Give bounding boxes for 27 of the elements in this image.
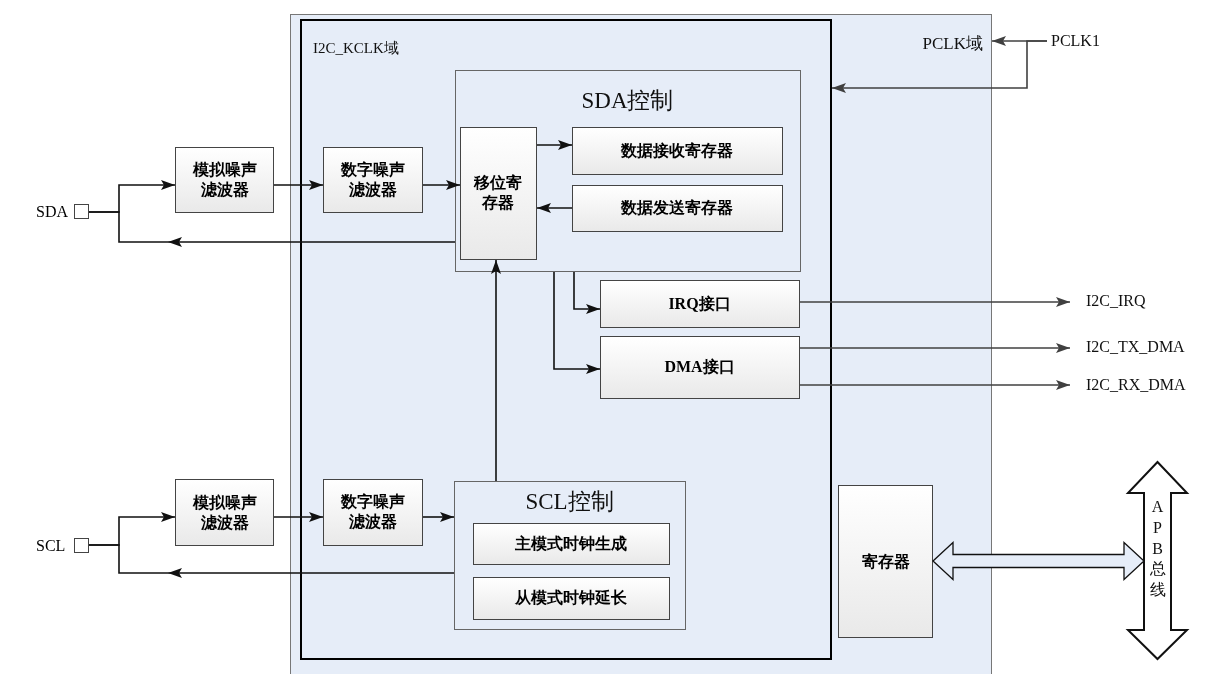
filter-block: 数字噪声滤波器 [322,146,423,213]
filter-block: 数字噪声滤波器 [322,478,423,546]
signal-label: PCLK1 [1047,31,1117,51]
register-block: 寄存器 [838,485,933,638]
panel-title: SDA控制 [580,86,675,115]
signal-label: I2C_TX_DMA [1070,337,1210,357]
pin-label: SCL [36,536,66,556]
clock-domain-panel [290,14,992,674]
clock-block: 从模式时钟延长 [472,576,670,620]
filter-block: 模拟噪声滤波器 [175,479,274,546]
signal-label: I2C_IRQ [1070,291,1210,311]
shift-register-block: 移位寄存器 [459,126,537,260]
filter-block: 模拟噪声滤波器 [175,147,274,213]
clock-block: 主模式时钟生成 [472,522,670,565]
bus-label: APB总线 [1149,497,1166,601]
interface-block: IRQ接口 [599,279,800,328]
control-panel [454,69,801,272]
pin-label: SDA [36,202,68,222]
panel-title: I2C_KCLK域 [313,39,399,58]
panel-title: SCL控制 [524,487,615,516]
register-block: 数据发送寄存器 [571,184,783,232]
control-panel [453,480,686,630]
register-block: 数据接收寄存器 [571,126,783,175]
clock-domain-panel [300,19,832,660]
signal-label: I2C_RX_DMA [1070,375,1210,395]
panel-title: PCLK域 [922,33,983,55]
interface-block: DMA接口 [599,335,800,399]
